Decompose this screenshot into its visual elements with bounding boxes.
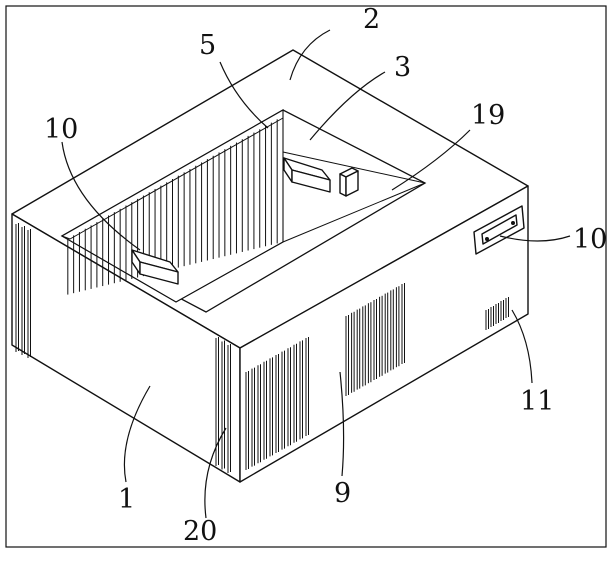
leader-2 — [289, 29, 331, 81]
label-9: 9 — [334, 478, 351, 509]
label-2: 2 — [363, 4, 380, 35]
leader-3 — [309, 71, 386, 141]
label-11: 11 — [520, 386, 554, 417]
leader-1 — [123, 385, 151, 483]
leader-20 — [204, 427, 227, 519]
frame-border — [5, 5, 607, 548]
cavity-left-floor — [61, 235, 177, 303]
label-10-left: 10 — [44, 114, 78, 145]
small-block-component — [339, 167, 359, 197]
vent-slots — [15, 223, 509, 473]
front-right-face — [239, 185, 529, 483]
leader-19 — [391, 129, 471, 191]
leader-5 — [219, 61, 269, 129]
label-10-right: 10 — [573, 224, 607, 255]
back-wall-slats — [67, 119, 278, 295]
label-20: 20 — [183, 516, 217, 547]
inner-handle-left — [131, 249, 179, 285]
label-19: 19 — [471, 100, 505, 131]
inner-handle-right — [283, 157, 331, 193]
leader-9 — [339, 371, 345, 477]
leader-10b — [499, 235, 571, 242]
leader-10a — [61, 141, 141, 251]
plate-5 — [61, 117, 284, 240]
power-socket — [473, 205, 525, 255]
leader-11 — [511, 309, 533, 384]
label-1: 1 — [118, 484, 135, 515]
label-5: 5 — [199, 30, 216, 61]
label-3: 3 — [394, 52, 411, 83]
leader-lines — [61, 29, 571, 519]
partition-19 — [282, 151, 426, 184]
